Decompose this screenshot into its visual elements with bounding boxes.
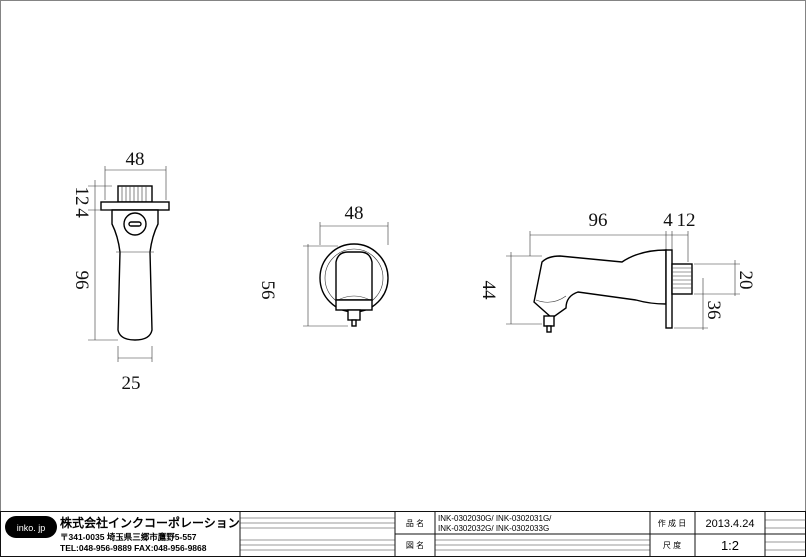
- front-thread-label: 4: [71, 208, 92, 218]
- drawing-label: 図 名: [406, 540, 424, 550]
- side-length-label: 96: [589, 210, 608, 231]
- date-value: 2013.4.24: [706, 518, 755, 530]
- company-address: 〒341-0035 埼玉県三郷市鷹野5-557: [60, 532, 197, 542]
- side-view: 96 4 12 44 20 36: [478, 210, 756, 333]
- end-height-label: 56: [257, 281, 278, 300]
- product-label: 品 名: [406, 518, 424, 528]
- end-view: 48 56: [257, 203, 389, 327]
- side-gap-label: 4: [663, 210, 673, 231]
- company-name: 株式会社インクコーポレーション: [60, 515, 240, 530]
- date-label: 作 成 日: [658, 518, 686, 528]
- title-block: inko. jp 株式会社インクコーポレーション 〒341-0035 埼玉県三郷…: [0, 511, 806, 557]
- side-thread-dia-label: 20: [735, 271, 756, 290]
- logo-badge: [5, 516, 57, 538]
- front-view: 48 12 4 96 25: [71, 149, 170, 394]
- scale-value: 1:2: [721, 538, 739, 553]
- company-contact: TEL:048-956-9889 FAX:048-956-9868: [60, 543, 207, 553]
- product-line2: INK-0302032G/ INK-0302033G: [438, 524, 549, 533]
- side-offset-label: 36: [703, 301, 724, 320]
- front-height-label: 96: [71, 271, 92, 290]
- side-height-label: 44: [478, 281, 499, 301]
- end-width-label: 48: [345, 203, 364, 224]
- logo-text: inko. jp: [17, 523, 46, 533]
- product-line1: INK-0302030G/ INK-0302031G/: [438, 514, 552, 523]
- front-flange-label: 12: [71, 187, 92, 206]
- scale-label: 尺 度: [663, 540, 681, 550]
- side-thread-label: 12: [677, 210, 696, 231]
- front-bottom-label: 25: [122, 373, 141, 394]
- front-width-label: 48: [126, 149, 145, 170]
